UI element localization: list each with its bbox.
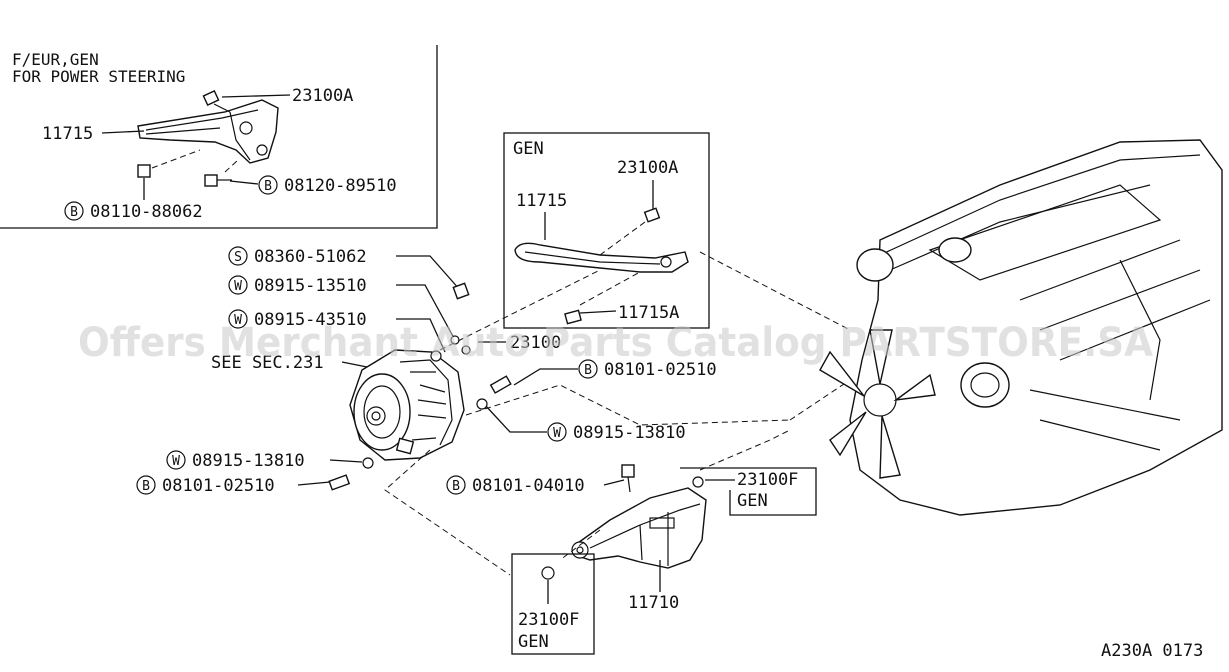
label-08915-13810-left: 08915-13810 [192, 451, 305, 471]
label-08120-89510: 08120-89510 [284, 176, 397, 196]
bolt-symbol-b-letter: B [70, 205, 78, 220]
bolt-symbol-b [136, 475, 156, 495]
label-23100A-inset: 23100A [292, 86, 353, 106]
inset-frame [0, 45, 438, 229]
label-08110-88062: 08110-88062 [90, 202, 203, 222]
screw-symbol-s-letter: S [234, 250, 242, 265]
bolt-symbol-b [578, 359, 598, 379]
inset-caption-line2: FOR POWER STEERING [12, 67, 185, 86]
callout-labels: S 08360-51062 W 08915-13510 W 08915-4351… [136, 246, 717, 496]
bolt-symbol-b-letter: B [264, 179, 272, 194]
watermark: Offers Merchant Auto Parts Catalog PARTS… [78, 320, 1153, 366]
label-11715-inset: 11715 [42, 124, 93, 144]
bolt-symbol-b-letter: B [452, 479, 460, 494]
bolt-symbol-b [64, 201, 84, 221]
inset-gen: GEN 23100A 11715 11715A [503, 132, 710, 329]
washer-symbol-w-letter: W [234, 313, 242, 328]
label-08915-13810-right: 08915-13810 [573, 423, 686, 443]
label-23100F-bottom: 23100F [518, 610, 579, 630]
label-gen-right: GEN [737, 491, 768, 511]
alternator-bracket-drawing [571, 464, 707, 592]
inset-power-steering: F/EUR,GEN FOR POWER STEERING 23100A 1171… [0, 45, 438, 229]
bolt-symbol-b [446, 475, 466, 495]
washer-symbol-w [228, 275, 248, 295]
washer-symbol-w [166, 450, 186, 470]
washer-symbol-w-letter: W [553, 426, 561, 441]
callout-box-23100F-bottom: 23100F GEN [511, 553, 595, 655]
label-08101-02510-upper: 08101-02510 [604, 360, 717, 380]
gen-inset-frame [503, 132, 710, 329]
callout-box-23100F-right: 23100F GEN [680, 467, 817, 516]
label-see-sec-231: SEE SEC.231 [211, 353, 324, 373]
label-11715A: 11715A [618, 303, 679, 323]
engine-drawing [819, 139, 1223, 516]
bolt-symbol-b [258, 175, 278, 195]
inset-caption-line1: F/EUR,GEN [12, 50, 99, 69]
label-gen-bottom: GEN [518, 632, 549, 652]
gen-inset-title: GEN [513, 139, 544, 159]
label-23100A-gen: 23100A [617, 158, 678, 178]
power-steering-bracket-drawing [137, 90, 279, 187]
label-08101-02510-lower: 08101-02510 [162, 476, 275, 496]
label-23100F-right: 23100F [737, 470, 798, 490]
washer-symbol-w-letter: W [172, 454, 180, 469]
label-08915-43510: 08915-43510 [254, 310, 367, 330]
gen-adjust-bar-drawing [514, 207, 689, 325]
washer-symbol-w-letter: W [234, 279, 242, 294]
assembly-dashed-lines [384, 251, 851, 576]
label-08101-04010: 08101-04010 [472, 476, 585, 496]
label-11710: 11710 [628, 593, 679, 613]
alternator-drawing [328, 282, 512, 491]
label-08915-13510: 08915-13510 [254, 276, 367, 296]
bolt-symbol-b-letter: B [584, 363, 592, 378]
figure-code: A230A 0173 [1101, 641, 1203, 661]
washer-symbol-w [228, 309, 248, 329]
label-08360-51062: 08360-51062 [254, 247, 367, 267]
bolt-symbol-b-letter: B [142, 479, 150, 494]
label-11715-gen: 11715 [516, 191, 567, 211]
washer-symbol-w [547, 422, 567, 442]
screw-symbol-s [228, 246, 248, 266]
label-23100: 23100 [510, 333, 561, 353]
engine-fan-drawing [819, 329, 936, 479]
